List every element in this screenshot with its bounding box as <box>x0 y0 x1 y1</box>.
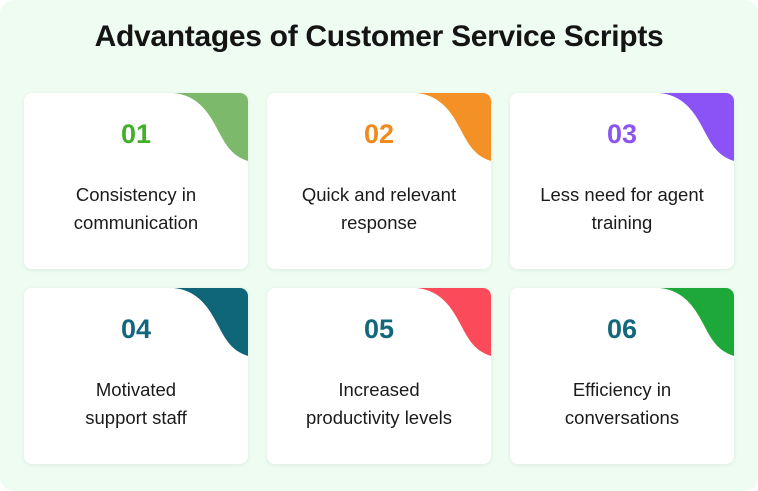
card-number: 04 <box>120 314 152 344</box>
card-number: 02 <box>363 119 395 149</box>
corner-wave-decoration-icon <box>417 93 491 161</box>
page-title: Advantages of Customer Service Scripts <box>94 20 664 53</box>
card-number: 01 <box>120 119 152 149</box>
card-number: 03 <box>606 119 638 149</box>
corner-wave-decoration-icon <box>417 288 491 356</box>
corner-wave-decoration-icon <box>174 93 248 161</box>
corner-wave-decoration-icon <box>660 288 734 356</box>
card-number: 05 <box>363 314 395 344</box>
card-number: 06 <box>606 314 638 344</box>
corner-wave-decoration-icon <box>174 288 248 356</box>
corner-wave-decoration-icon <box>660 93 734 161</box>
